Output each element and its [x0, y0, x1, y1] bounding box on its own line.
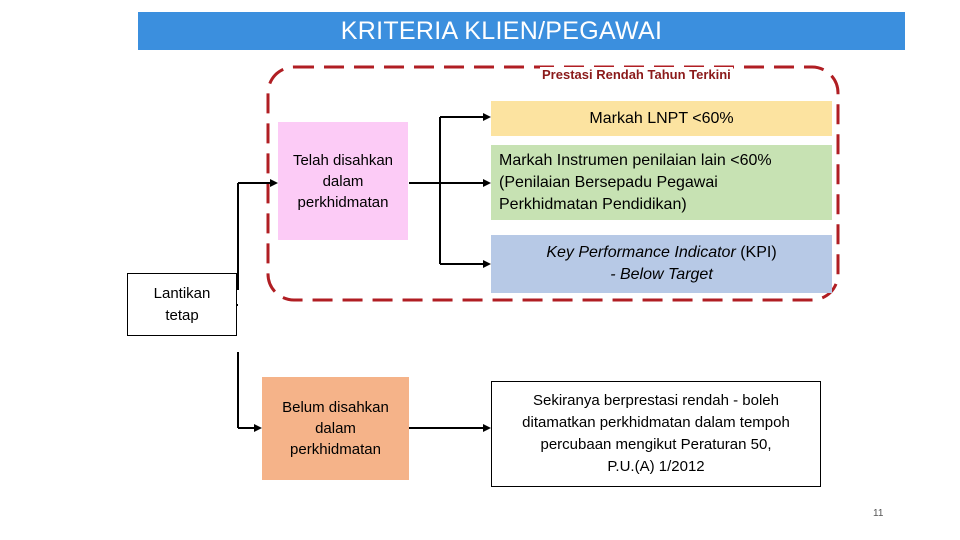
telah-disahkan-box: Telah disahkan dalam perkhidmatan — [278, 122, 408, 240]
disahkan-line-1: Telah disahkan — [292, 151, 394, 169]
lnpt-box: Markah LNPT <60% — [491, 101, 832, 136]
sekiranya-line-2: ditamatkan perkhidmatan dalam tempoh — [522, 414, 790, 431]
belum-line-2: dalam — [315, 420, 356, 437]
page-number: 11 — [873, 508, 884, 519]
instrumen-line-1: Markah Instrumen penilaian lain <60% — [499, 151, 772, 169]
prestasi-label: Prestasi Rendah Tahun Terkini — [540, 67, 733, 82]
kpi-box: Key Performance Indicator (KPI) - Below … — [491, 235, 832, 293]
sekiranya-box: Sekiranya berprestasi rendah - boleh dit… — [491, 381, 821, 487]
belum-disahkan-box: Belum disahkan dalam perkhidmatan — [262, 377, 409, 480]
kpi-line-2: - Below Target — [546, 264, 776, 286]
title-bar: KRITERIA KLIEN/PEGAWAI — [138, 12, 905, 50]
kpi-below-target: - Below Target — [610, 266, 713, 283]
sekiranya-line-3: percubaan mengikut Peraturan 50, — [540, 436, 772, 453]
page-title: KRITERIA KLIEN/PEGAWAI — [340, 16, 663, 45]
kpi-italic-text: Key Performance Indicator — [546, 244, 736, 261]
lnpt-text: Markah LNPT <60% — [589, 109, 734, 127]
belum-line-1: Belum disahkan — [282, 399, 389, 416]
lantikan-tetap-box: Lantikan tetap — [127, 273, 237, 336]
disahkan-line-2: dalam — [322, 172, 364, 190]
instrumen-line-2: (Penilaian Bersepadu Pegawai — [499, 173, 718, 191]
kpi-abbrev: (KPI) — [735, 244, 777, 261]
belum-line-3: perkhidmatan — [290, 441, 381, 458]
sekiranya-line-1: Sekiranya berprestasi rendah - boleh — [533, 392, 779, 409]
instrumen-line-3: Perkhidmatan Pendidikan) — [499, 195, 687, 213]
instrumen-box: Markah Instrumen penilaian lain <60% (Pe… — [491, 145, 832, 220]
disahkan-line-3: perkhidmatan — [297, 193, 389, 211]
lantikan-line-1: Lantikan — [153, 284, 211, 302]
lantikan-line-2: tetap — [165, 306, 199, 324]
kpi-line-1: Key Performance Indicator (KPI) — [546, 242, 776, 264]
sekiranya-line-4: P.U.(A) 1/2012 — [607, 458, 705, 475]
